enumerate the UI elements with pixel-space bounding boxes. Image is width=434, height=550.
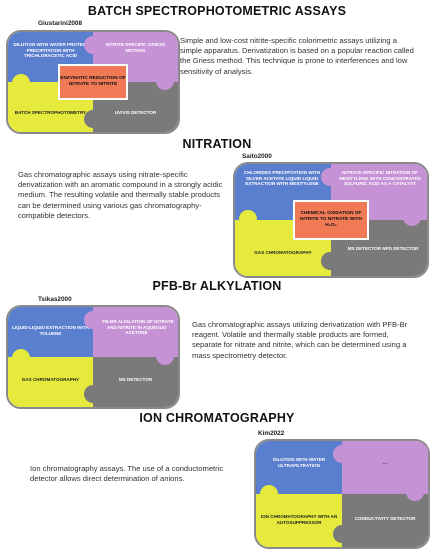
section-description-batch: Simple and low-cost nitrite-specific col…: [180, 36, 414, 76]
section-title-nitration: NITRATION: [182, 137, 252, 151]
quadrant-sample-prep: DILUTION WITH WATER ULTRAFILTRATION: [256, 441, 342, 494]
puzzle-tab: [156, 347, 174, 365]
puzzle-tab: [260, 485, 278, 503]
puzzle-tab: [333, 525, 351, 543]
puzzle-tab: [84, 110, 102, 128]
reference-label: Kim2022: [258, 430, 285, 437]
puzzle-diagram-batch: DILUTION WITH WATER PROTEIN PRECIPITATIO…: [6, 30, 180, 134]
section-description-ion: Ion chromatography assays. The use of a …: [30, 464, 224, 484]
quadrant-detection: MS DETECTOR: [93, 357, 178, 407]
quadrant-sample-prep: LIQUID-LIQUID EXTRACTION WITH TOLUENE: [8, 307, 93, 357]
section-description-nitration: Gas chromatographic assays using nitrate…: [18, 170, 223, 220]
puzzle-diagram-ion: DILUTION WITH WATER ULTRAFILTRATION --- …: [254, 439, 430, 549]
reference-label: Tsikas2000: [38, 296, 72, 303]
section-title-ion: ION CHROMATOGRAPHY: [139, 411, 295, 425]
puzzle-tab: [403, 208, 421, 226]
puzzle-tab: [239, 210, 257, 228]
section-title-batch: BATCH SPECTROPHOTOMETRIC ASSAYS: [87, 4, 347, 18]
reference-label: Saito2000: [242, 153, 272, 160]
section-description-pfbbr: Gas chromatographic assays utilizing der…: [192, 320, 408, 360]
puzzle-tab: [321, 168, 339, 186]
puzzle-tab: [84, 385, 102, 403]
puzzle-tab: [12, 74, 30, 92]
puzzle-tab: [156, 72, 174, 90]
puzzle-tab: [321, 252, 339, 270]
puzzle-tab: [84, 311, 102, 329]
puzzle-tab: [333, 445, 351, 463]
center-piece: ENZYMATIC REDUCTION OF NITRATE TO NITRIT…: [58, 64, 128, 100]
puzzle-tab: [406, 483, 424, 501]
reference-label: Giustarini2008: [38, 20, 83, 27]
quadrant-sample-prep: CHLORIDES PRECIPITATION WITH SILVER ACET…: [235, 164, 331, 220]
quadrant-sample-prep: DILUTION WITH WATER PROTEIN PRECIPITATIO…: [8, 32, 93, 82]
puzzle-tab: [84, 36, 102, 54]
puzzle-diagram-pfbbr: LIQUID-LIQUID EXTRACTION WITH TOLUENE PF…: [6, 305, 180, 409]
quadrant-detection: CONDUCTIVITY DETECTOR: [342, 494, 428, 547]
center-piece: CHEMICAL OXIDATION OF NITRITE TO NITRATE…: [293, 200, 369, 240]
puzzle-diagram-nitration: CHLORIDES PRECIPITATION WITH SILVER ACET…: [233, 162, 429, 278]
puzzle-tab: [12, 349, 30, 367]
section-title-pfbbr: PFB-Br ALKYLATION: [152, 279, 282, 293]
